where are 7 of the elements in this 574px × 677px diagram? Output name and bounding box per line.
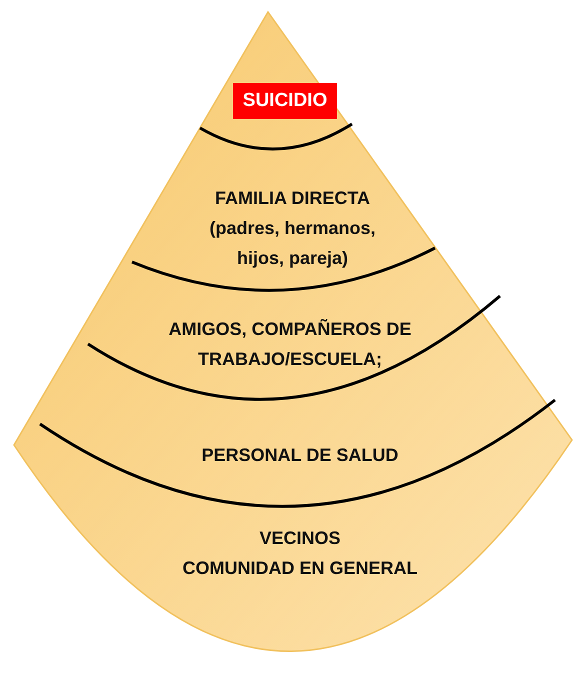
band-label: PERSONAL DE SALUD xyxy=(202,444,398,467)
band-label: AMIGOS, COMPAÑEROS DE TRABAJO/ESCUELA; xyxy=(168,318,412,371)
band-label: FAMILIA DIRECTA xyxy=(215,187,370,210)
band-label: COMUNIDAD EN GENERAL xyxy=(182,557,418,580)
highlight-label: SUICIDIO xyxy=(232,83,338,119)
band-label: VECINOS xyxy=(259,527,341,550)
band-label: (padres, hermanos, hijos, pareja) xyxy=(208,217,377,270)
